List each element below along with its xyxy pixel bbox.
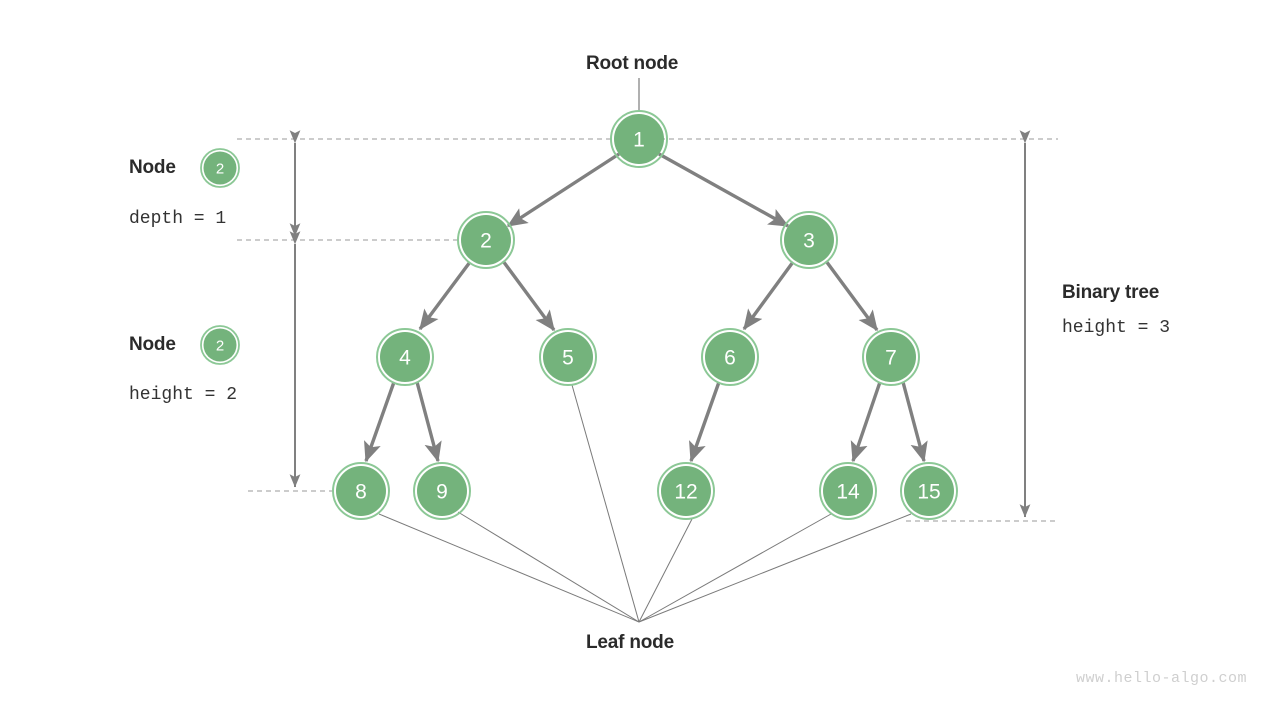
node-ring xyxy=(413,462,471,520)
tree-edges xyxy=(364,152,928,463)
tree-node-1[interactable]: 1 xyxy=(610,110,668,168)
badge-ring xyxy=(200,325,240,365)
tree-node-3[interactable]: 3 xyxy=(780,211,838,269)
legend-badges: 2 2 xyxy=(200,148,240,365)
node-ring xyxy=(332,462,390,520)
node-label: 3 xyxy=(803,230,815,253)
node-depth-value: depth = 1 xyxy=(129,209,227,229)
badge-label: 2 xyxy=(216,338,224,355)
badge-circle xyxy=(203,151,237,185)
node-circle xyxy=(784,215,834,265)
edge-n3-n7 xyxy=(824,259,879,332)
node-circle xyxy=(904,466,954,516)
dashed-guide-lines xyxy=(237,138,1058,522)
node-height-label: Node xyxy=(129,334,176,355)
tree-node-12[interactable]: 12 xyxy=(657,462,715,520)
tree-node-2[interactable]: 2 xyxy=(457,211,515,269)
node-circle xyxy=(661,466,711,516)
tree-node-6[interactable]: 6 xyxy=(701,328,759,386)
edge-n7-n15 xyxy=(901,381,928,463)
node-circle xyxy=(380,332,430,382)
node-circle xyxy=(823,466,873,516)
leaf-line-n8 xyxy=(378,513,640,623)
node-label: 15 xyxy=(917,481,940,504)
leaf-line-n14 xyxy=(638,513,832,623)
badge-ring xyxy=(200,148,240,188)
leaf-node-label: Leaf node xyxy=(586,632,674,653)
node-label: 7 xyxy=(885,347,897,370)
node-circle xyxy=(866,332,916,382)
badge-circle xyxy=(203,328,237,362)
edge-n1-n3 xyxy=(658,152,790,228)
node-label: 14 xyxy=(836,481,860,504)
tree-node-14[interactable]: 14 xyxy=(819,462,877,520)
measurement-arrows xyxy=(289,130,1031,518)
tree-node-8[interactable]: 8 xyxy=(332,462,390,520)
leaf-pointer-lines xyxy=(378,384,912,623)
tree-nodes: 1 2 3 4 5 xyxy=(332,110,958,520)
node-ring xyxy=(701,328,759,386)
node-label: 8 xyxy=(355,481,367,504)
node-ring xyxy=(457,211,515,269)
leaf-line-n5 xyxy=(571,384,640,623)
edge-n1-n2 xyxy=(506,152,620,228)
node-label: 12 xyxy=(674,481,697,504)
badge-label: 2 xyxy=(216,161,224,178)
node-circle xyxy=(461,215,511,265)
edge-n3-n6 xyxy=(742,260,795,331)
edge-n2-n5 xyxy=(501,259,556,332)
root-node-label: Root node xyxy=(586,53,679,74)
node-label: 1 xyxy=(633,129,645,152)
node-height-value: height = 2 xyxy=(129,385,238,405)
tree-node-7[interactable]: 7 xyxy=(862,328,920,386)
node-ring xyxy=(657,462,715,520)
node-ring xyxy=(539,328,597,386)
node-label: 4 xyxy=(399,347,411,370)
node-ring xyxy=(376,328,434,386)
node-ring xyxy=(900,462,958,520)
node-ring xyxy=(780,211,838,269)
tree-node-4[interactable]: 4 xyxy=(376,328,434,386)
node-ring xyxy=(610,110,668,168)
edge-n7-n14 xyxy=(850,381,882,463)
node-label: 9 xyxy=(436,481,448,504)
node-depth-label: Node xyxy=(129,157,176,178)
node-label: 2 xyxy=(480,230,492,253)
node-label: 6 xyxy=(724,347,736,370)
node-ring xyxy=(862,328,920,386)
node-circle xyxy=(614,114,664,164)
tree-node-15[interactable]: 15 xyxy=(900,462,958,520)
node-circle xyxy=(336,466,386,516)
node-ring xyxy=(819,462,877,520)
edge-n4-n9 xyxy=(415,381,442,463)
edge-n6-n12 xyxy=(689,381,721,463)
badge-node-depth: 2 xyxy=(200,148,240,188)
edge-n2-n4 xyxy=(418,260,472,331)
node-circle xyxy=(543,332,593,382)
watermark-label: www.hello-algo.com xyxy=(1076,670,1248,687)
leaf-line-n15 xyxy=(638,513,912,623)
node-label: 5 xyxy=(562,347,574,370)
binary-tree-label: Binary tree xyxy=(1062,282,1160,303)
node-circle xyxy=(417,466,467,516)
node-circle xyxy=(705,332,755,382)
tree-node-9[interactable]: 9 xyxy=(413,462,471,520)
edge-n4-n8 xyxy=(364,381,396,463)
leaf-line-n12 xyxy=(638,518,693,623)
tree-node-5[interactable]: 5 xyxy=(539,328,597,386)
binary-tree-height-value: height = 3 xyxy=(1062,318,1171,338)
leaf-line-n9 xyxy=(457,511,640,623)
badge-node-height: 2 xyxy=(200,325,240,365)
